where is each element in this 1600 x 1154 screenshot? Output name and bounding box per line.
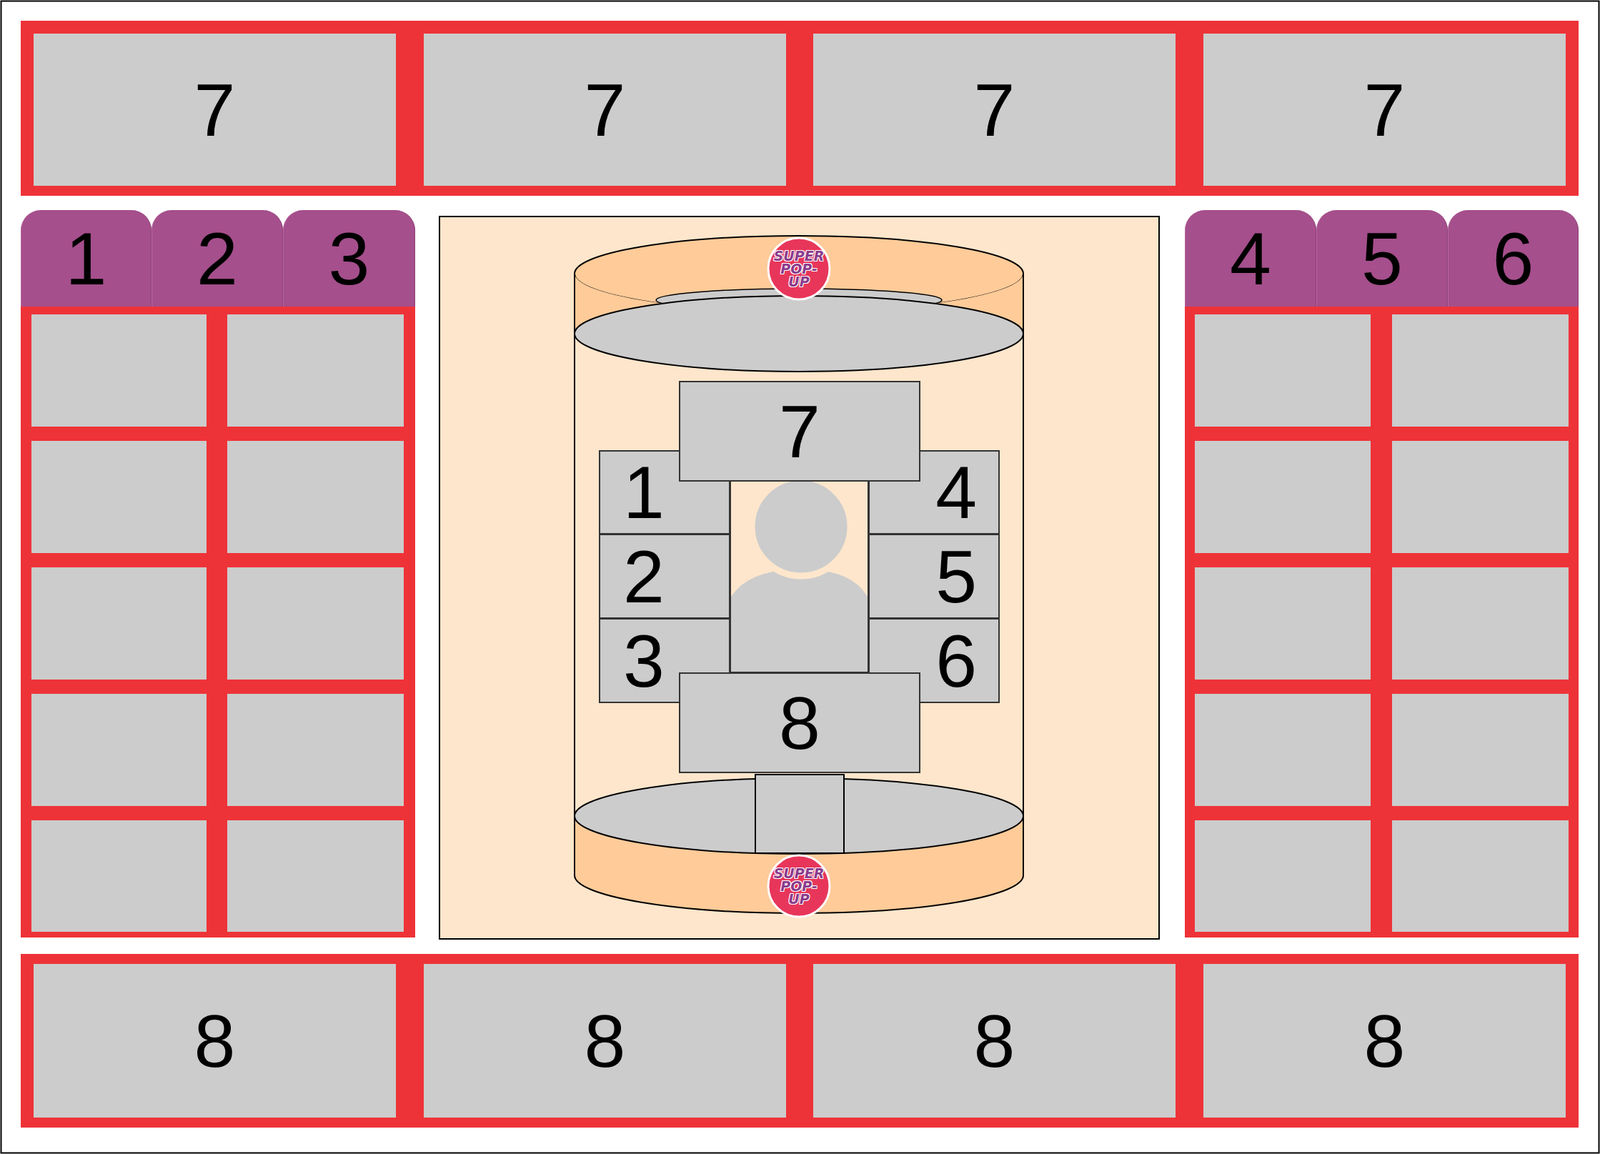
number-label: 7 <box>778 394 821 469</box>
number-tab: 4 <box>1184 210 1317 307</box>
number-box: 7 <box>1203 33 1566 186</box>
cylinder-side <box>1022 273 1025 817</box>
number-label: 3 <box>623 623 665 699</box>
number-box: 8 <box>1203 964 1566 1118</box>
number-label: 8 <box>584 1004 626 1079</box>
figure-body <box>731 570 868 672</box>
number-tab: 5 <box>1316 210 1448 307</box>
number-tab: 1 <box>20 210 152 307</box>
number-label: 8 <box>778 686 821 761</box>
grid-cell <box>1194 440 1371 554</box>
logo-text: SUPER POP-UP <box>773 866 825 906</box>
number-box: 8 <box>33 964 396 1118</box>
number-label: 6 <box>1492 221 1535 296</box>
number-label: 8 <box>194 1004 236 1079</box>
grid-cell <box>31 567 207 680</box>
number-label: 7 <box>194 72 236 148</box>
number-label: 7 <box>584 72 626 148</box>
grid-cell <box>31 820 207 932</box>
grid-cell <box>31 693 207 807</box>
grid-cell <box>1194 314 1371 427</box>
grid-cell <box>1194 567 1371 680</box>
grid-cell <box>31 440 207 554</box>
number-label: 8 <box>1364 1004 1406 1079</box>
number-label: 4 <box>1229 221 1272 296</box>
number-label: 1 <box>623 455 665 530</box>
logo-badges <box>768 237 830 917</box>
pop-up-panel: 8 <box>678 672 921 774</box>
grid-cells <box>31 314 1569 932</box>
number-label: 6 <box>935 623 977 699</box>
pop-up-panel: 7 <box>678 380 921 482</box>
logo-text: SUPER POP-UP <box>773 249 825 288</box>
number-label: 2 <box>196 221 238 296</box>
number-box: 7 <box>813 33 1176 186</box>
top-band <box>20 20 1579 196</box>
left-grid <box>20 305 416 938</box>
number-label: 5 <box>1361 221 1403 296</box>
number-label: 5 <box>935 539 977 614</box>
top-rim <box>574 235 1024 312</box>
grid-cell <box>1392 440 1569 554</box>
pop-up-panel: 2 <box>598 533 731 619</box>
figure-head <box>751 477 851 576</box>
center-frame <box>439 216 1160 939</box>
grid-cell <box>227 567 404 680</box>
number-label: 8 <box>974 1004 1016 1079</box>
grid-cell <box>227 440 404 554</box>
number-box: 7 <box>33 33 396 186</box>
number-label: 4 <box>935 455 977 530</box>
top-disc <box>574 295 1024 372</box>
number-box: 8 <box>423 964 787 1118</box>
number-tab: 6 <box>1447 210 1579 307</box>
number-box: 8 <box>813 964 1176 1118</box>
number-label: 1 <box>65 221 108 296</box>
cylinder-side <box>1022 273 1025 334</box>
grid-cell <box>1194 820 1371 932</box>
cylinder <box>574 235 1024 914</box>
bottom-band <box>20 953 1579 1128</box>
logo-badge <box>768 237 830 300</box>
grid-cell <box>227 693 404 807</box>
number-label: 3 <box>328 221 371 296</box>
cylinder-side <box>573 273 576 334</box>
grid-cell <box>1392 693 1569 807</box>
grid-cell <box>227 820 404 932</box>
logo-badge <box>768 855 830 917</box>
grid-cell <box>227 314 404 427</box>
grid-cell <box>1392 314 1569 427</box>
grid-cell <box>1392 567 1569 680</box>
number-label: 2 <box>623 539 665 614</box>
number-label: 7 <box>1364 72 1406 148</box>
number-tab: 2 <box>151 210 283 307</box>
number-tab: 3 <box>282 210 416 307</box>
grid-cell <box>1194 693 1371 807</box>
grid-cell <box>31 314 207 427</box>
grid-cell <box>1392 820 1569 932</box>
number-label: 7 <box>974 72 1016 148</box>
pop-up-panel: 5 <box>868 533 1000 619</box>
stand-post <box>755 774 844 854</box>
cylinder-side <box>573 273 576 817</box>
right-grid <box>1184 305 1579 938</box>
number-box: 7 <box>423 33 787 186</box>
